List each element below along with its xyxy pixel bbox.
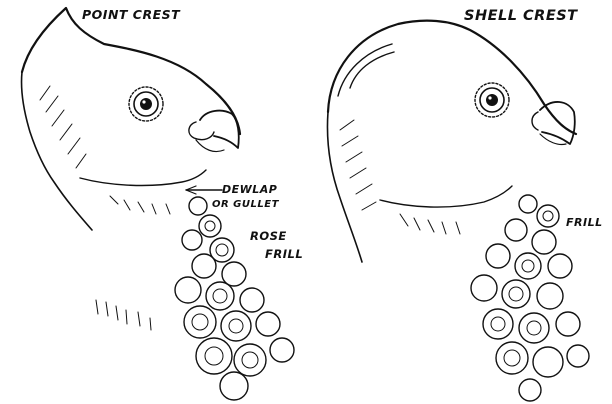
shell-frill-label: FRILL [566,217,603,228]
shell-crest-label: SHELL CREST [464,9,578,24]
rose-frill-label: FRILL [265,249,303,261]
shell-crest-pigeon-head [328,21,590,401]
gullet-label: OR GULLET [212,200,279,210]
rose-label: ROSE [250,231,287,243]
point-crest-label: POINT CREST [82,9,180,22]
dewlap-label: DEWLAP [222,184,277,195]
